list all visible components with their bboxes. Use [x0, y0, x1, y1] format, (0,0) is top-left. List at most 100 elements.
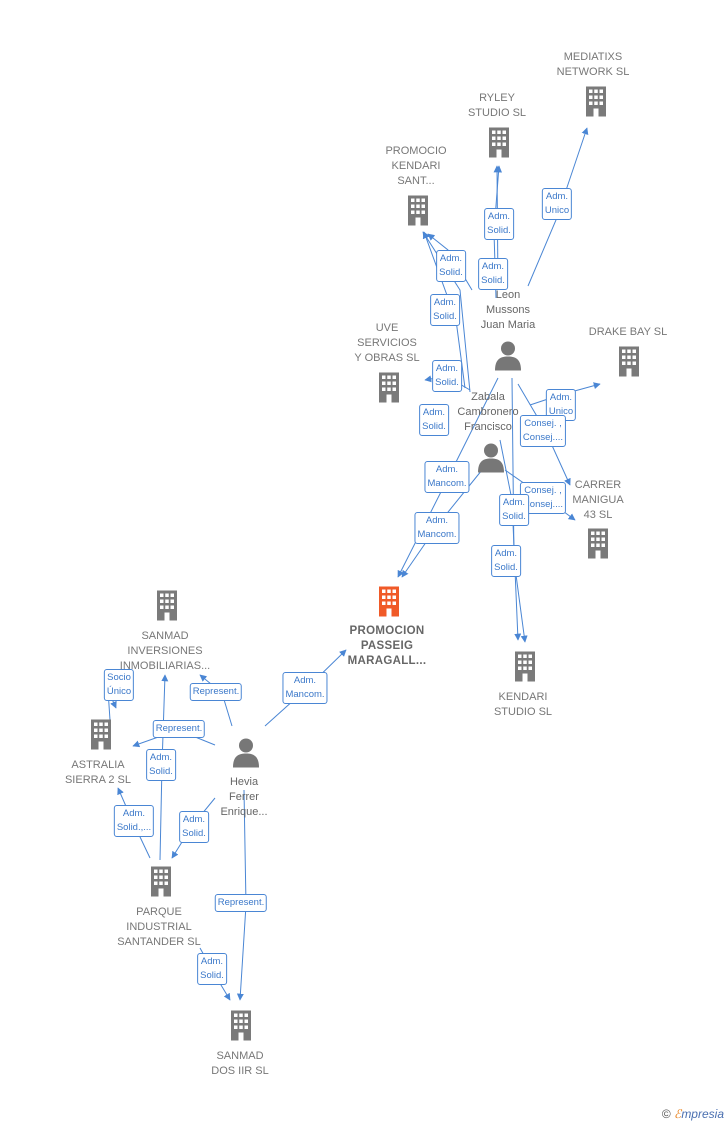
- edge-label-line: Adm.: [545, 191, 569, 202]
- node-label-line: Hevia: [229, 776, 259, 788]
- node-label-mediatixs[interactable]: MEDIATIXS NETWORK SL: [533, 50, 653, 80]
- building-icon-sanmad-inv[interactable]: [155, 589, 179, 626]
- edge-label-e13[interactable]: Adm. Mancom.: [414, 512, 460, 544]
- building-icon-mediatixs[interactable]: [584, 85, 608, 122]
- edge-label-line: Represent.: [155, 723, 203, 734]
- node-label-line: STUDIO SL: [493, 706, 553, 718]
- building-icon-uve[interactable]: [377, 371, 401, 408]
- edge-label-e4[interactable]: Adm.Solid.: [478, 258, 508, 290]
- building-icon-promocion[interactable]: [377, 585, 401, 622]
- edge-label-e2[interactable]: Adm.Solid.: [484, 208, 514, 240]
- edge-label-e10[interactable]: Adm.Mancom.: [424, 461, 470, 493]
- building-icon-ryley[interactable]: [487, 126, 511, 163]
- edge-label-line: Consej. ,: [524, 485, 562, 496]
- node-label-line: STUDIO SL: [467, 107, 527, 119]
- node-label-line: Mussons: [485, 304, 531, 316]
- edge-label-line: Solid.: [200, 970, 224, 981]
- edge-label-e12[interactable]: Adm.Solid.: [499, 494, 529, 526]
- edge-label-e17[interactable]: Represent.: [189, 683, 243, 701]
- edge-label-line: Adm.: [549, 392, 573, 403]
- edge-label-line: Adm.: [487, 211, 511, 222]
- edge-label-line: Mancom.: [417, 529, 457, 540]
- edge-label-line: Mancom.: [285, 689, 325, 700]
- building-icon-drake[interactable]: [617, 345, 641, 382]
- edge-label-line: Solid.: [433, 311, 457, 322]
- node-label-line: Francisco: [464, 421, 512, 433]
- edge-label-line: Adm.: [481, 261, 505, 272]
- edge-label-e6[interactable]: Adm.Solid.: [432, 360, 462, 392]
- edge-5: [422, 231, 471, 393]
- node-label-line: INDUSTRIAL: [126, 921, 192, 933]
- edge-label-line: Unico: [544, 205, 570, 216]
- edge-label-line: Solid.: [182, 828, 206, 839]
- building-icon-astralia[interactable]: [89, 718, 113, 755]
- edge-label-line: Adm.: [200, 956, 224, 967]
- edge-label-line: Adm.: [502, 497, 526, 508]
- edge-label-e14[interactable]: Adm. Solid.: [491, 545, 521, 577]
- node-label-line: CARRER: [574, 479, 622, 491]
- edge-label-line: Represent.: [217, 897, 265, 908]
- node-label-line: DOS IIR SL: [211, 1065, 269, 1077]
- node-label-drake[interactable]: DRAKE BAY SL: [568, 325, 688, 340]
- edge-label-line: Mancom.: [427, 478, 467, 489]
- node-label-line: MANIGUA: [572, 494, 624, 506]
- edge-label-e18[interactable]: Represent.: [152, 720, 206, 738]
- building-icon-kendari-studio[interactable]: [513, 650, 537, 687]
- edge-label-e1[interactable]: Adm. Unico: [541, 188, 573, 220]
- edge-label-line: Solid.: [494, 562, 518, 573]
- edge-label-line: Adm.: [494, 548, 518, 559]
- building-icon-sanmad-dos[interactable]: [229, 1009, 253, 1046]
- footer-brand: © ℰmpresia: [662, 1107, 724, 1121]
- edge-label-e5[interactable]: Adm.Solid.: [430, 294, 460, 326]
- edge-label-line: Consej....: [522, 499, 564, 510]
- building-icon-kendari-sant[interactable]: [406, 194, 430, 231]
- node-label-line: NETWORK SL: [556, 66, 630, 78]
- edge-label-e23[interactable]: Adm. Solid.: [197, 953, 227, 985]
- building-icon-parque[interactable]: [149, 865, 173, 902]
- edge-label-line: Consej. ,: [524, 418, 562, 429]
- brand-name: mpresia: [681, 1107, 724, 1121]
- node-label-line: ASTRALIA: [71, 759, 125, 771]
- node-label-line: MEDIATIXS: [563, 51, 623, 63]
- edge-label-e22[interactable]: Represent.: [214, 894, 268, 912]
- edge-label-e9[interactable]: Consej. ,Consej....: [519, 415, 567, 447]
- node-label-line: SANTANDER SL: [117, 936, 201, 948]
- edge-label-line: Solid.: [439, 267, 463, 278]
- edge-label-line: Solid.,...: [116, 822, 152, 833]
- node-label-line: Juan Maria: [480, 319, 536, 331]
- node-label-line: Y OBRAS SL: [354, 352, 420, 364]
- edge-label-e3[interactable]: Adm.Solid.: [436, 250, 466, 282]
- person-icon-hevia[interactable]: [232, 738, 260, 773]
- edge-1: [527, 127, 589, 287]
- node-label-line: Leon: [495, 289, 521, 301]
- person-icon-leon[interactable]: [494, 341, 522, 376]
- edge-label-e20[interactable]: Adm.Solid.,...: [113, 805, 155, 837]
- node-label-line: Zabala: [471, 391, 505, 403]
- edge-label-line: Socio: [107, 672, 131, 683]
- edge-label-e19[interactable]: Adm.Solid.: [146, 749, 176, 781]
- node-label-line: SANMAD: [141, 630, 189, 642]
- node-label-line: PROMOCION: [349, 625, 425, 637]
- edge-label-e15[interactable]: Adm.Mancom.: [282, 672, 328, 704]
- building-icon-carrer[interactable]: [586, 527, 610, 564]
- person-icon-zabala[interactable]: [477, 443, 505, 478]
- node-label-line: SERVICIOS: [357, 337, 417, 349]
- node-label-line: PROMOCIO: [385, 145, 447, 157]
- edge-label-e7[interactable]: Adm.Solid.: [419, 404, 449, 436]
- edge-label-e21[interactable]: Adm.Solid.: [179, 811, 209, 843]
- edge-label-line: Adm.: [425, 515, 449, 526]
